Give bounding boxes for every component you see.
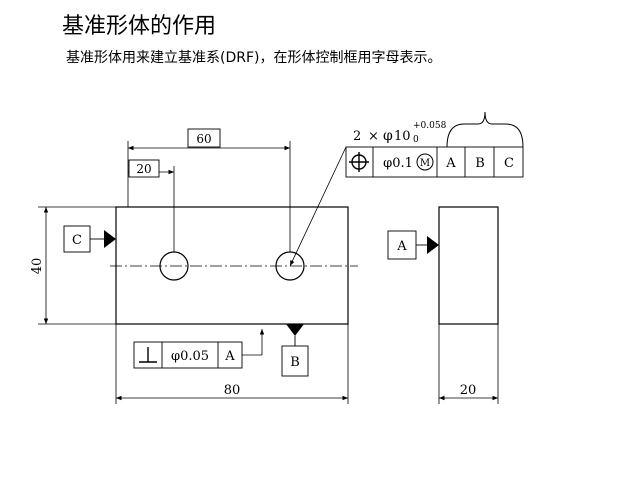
side-view-body bbox=[438, 206, 499, 325]
position-datum-3: C bbox=[504, 156, 514, 171]
datum-b-box bbox=[281, 345, 309, 377]
datum-c-label: C bbox=[72, 233, 82, 248]
perpendicularity-datum: A bbox=[224, 349, 235, 364]
page-title: 基准形体的作用 bbox=[62, 14, 217, 39]
dimension-text-20: 20 bbox=[136, 162, 151, 176]
mmc-modifier-icon: M bbox=[416, 153, 434, 171]
perpendicularity-tolerance: φ0.05 bbox=[171, 349, 209, 364]
dimension-box-20 bbox=[128, 159, 160, 178]
hole-count: 2 bbox=[353, 129, 361, 144]
hole-tolerance-upper: +0.058 bbox=[413, 121, 447, 131]
datum-a-triangle-icon bbox=[427, 236, 439, 254]
hole-callout-leader bbox=[289, 146, 347, 267]
position-tolerance: φ0.1 bbox=[383, 156, 413, 171]
perpendicularity-frame bbox=[133, 341, 243, 369]
mmc-modifier-label: M bbox=[420, 158, 430, 169]
dimension-text-80: 80 bbox=[224, 383, 241, 398]
dimension-box-60 bbox=[187, 128, 221, 148]
hole-times: × bbox=[368, 129, 379, 144]
datum-b-label: B bbox=[290, 355, 300, 370]
position-datum-2: B bbox=[475, 156, 485, 171]
dimension-text-60: 60 bbox=[196, 132, 211, 146]
page-subtitle: 基准形体用来建立基准系(DRF)，在形体控制框用字母表示。 bbox=[66, 50, 442, 66]
datum-a-label: A bbox=[396, 239, 407, 254]
dimension-text-40: 40 bbox=[30, 258, 45, 275]
position-datum-1: A bbox=[445, 156, 456, 171]
position-frame bbox=[345, 146, 524, 178]
perpendicularity-icon bbox=[139, 347, 157, 363]
datum-c-triangle-icon bbox=[104, 230, 116, 248]
datum-b-triangle-icon bbox=[286, 324, 304, 336]
hole-tolerance-lower: 0 bbox=[413, 135, 419, 145]
hole-size: 10 bbox=[394, 129, 411, 144]
position-icon bbox=[349, 152, 369, 172]
datum-group-bracket bbox=[446, 111, 524, 148]
dimension-text-thickness: 20 bbox=[460, 383, 477, 398]
front-view-body bbox=[115, 206, 349, 325]
hole-diameter-symbol: φ bbox=[383, 128, 393, 144]
